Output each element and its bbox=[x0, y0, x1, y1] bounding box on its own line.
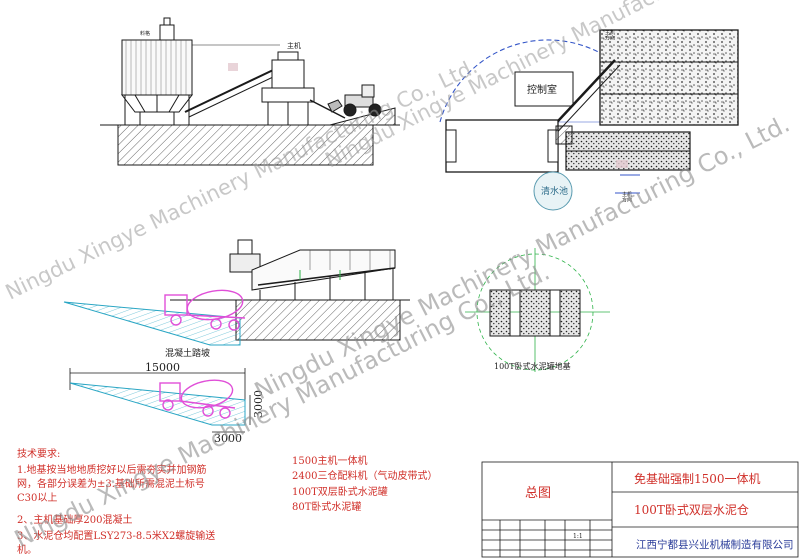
horizontal-silo-plan bbox=[445, 119, 559, 173]
equipment-1: 1500主机一体机 bbox=[292, 454, 367, 467]
dim-ramp-length: 15000 bbox=[145, 361, 180, 374]
main-mixer-elevation bbox=[271, 59, 305, 91]
equipment-3: 100T双层卧式水泥罐 bbox=[292, 485, 388, 498]
foundation-slab-top bbox=[117, 124, 374, 166]
water-pool bbox=[533, 171, 573, 211]
wheel-loader bbox=[327, 84, 382, 117]
title-name-line-1: 免基础强制1500一体机 bbox=[634, 471, 761, 486]
label-concrete-ramp: 混凝土踏坡 bbox=[165, 347, 210, 359]
mixer-truck-lower bbox=[159, 379, 236, 419]
tech-line-1: 1.地基按当地地质挖好以后需夯实并加钢筋 bbox=[17, 463, 207, 476]
section-view-middle bbox=[170, 239, 410, 341]
loader-swing-arc bbox=[439, 39, 633, 123]
label-water-pool: 清水池 bbox=[541, 185, 568, 197]
label-direction-bottom: 主机方向 bbox=[622, 191, 632, 204]
cement-silo-elevation bbox=[121, 39, 193, 96]
label-silo-foundation: 100T卧式水泥罐地基 bbox=[494, 361, 571, 371]
control-room bbox=[514, 71, 574, 107]
truck-ramp-lower bbox=[69, 368, 251, 433]
equipment-list: 1500主机一体机 2400三仓配料机（气动皮带式） 100T双层卧式水泥罐 8… bbox=[292, 454, 437, 513]
elevation-view-top bbox=[100, 17, 400, 166]
label-direction-top: 主机方向 bbox=[605, 29, 615, 42]
silo-foundation-plan bbox=[465, 248, 610, 372]
label-left-small: 料格 bbox=[140, 30, 150, 37]
redaction-blur-1 bbox=[228, 63, 238, 71]
title-general-drawing: 总图 bbox=[525, 486, 551, 501]
label-main-machine: 主机 bbox=[287, 41, 301, 50]
tech-line-6: 机。 bbox=[17, 543, 37, 556]
equipment-4: 80T卧式水泥罐 bbox=[292, 500, 361, 513]
tech-title: 技术要求: bbox=[17, 447, 60, 460]
redaction-blur-2 bbox=[616, 160, 628, 168]
tech-line-4: 2、主机基础厚200混凝土 bbox=[17, 513, 132, 526]
label-control-room: 控制室 bbox=[527, 83, 557, 96]
dim-ramp-height: 3000 bbox=[252, 390, 265, 418]
tech-line-3: C30以上 bbox=[17, 492, 57, 504]
title-scale: 1:1 bbox=[573, 533, 583, 540]
dim-ramp-base: 3000 bbox=[214, 432, 242, 445]
mixer-truck-upper bbox=[164, 289, 246, 331]
tech-line-5: 3、水泥仓均配置LSY273-8.5米X2螺旋输送 bbox=[17, 529, 215, 542]
title-name-line-2: 100T卧式双层水泥仓 bbox=[634, 503, 749, 517]
aggregate-bins-plan bbox=[599, 29, 739, 126]
tech-line-2: 网，各部分误差为±3.基础所需混泥土标号 bbox=[17, 477, 205, 490]
tech-requirements: 技术要求: 1.地基按当地地质挖好以后需夯实并加钢筋 网，各部分误差为±3.基础… bbox=[17, 447, 215, 556]
equipment-2: 2400三仓配料机（气动皮带式） bbox=[292, 469, 437, 482]
truck-ramp-upper bbox=[63, 289, 246, 346]
title-company: 江西宁都县兴业机械制造有限公司 bbox=[636, 538, 794, 551]
title-block bbox=[481, 461, 799, 558]
